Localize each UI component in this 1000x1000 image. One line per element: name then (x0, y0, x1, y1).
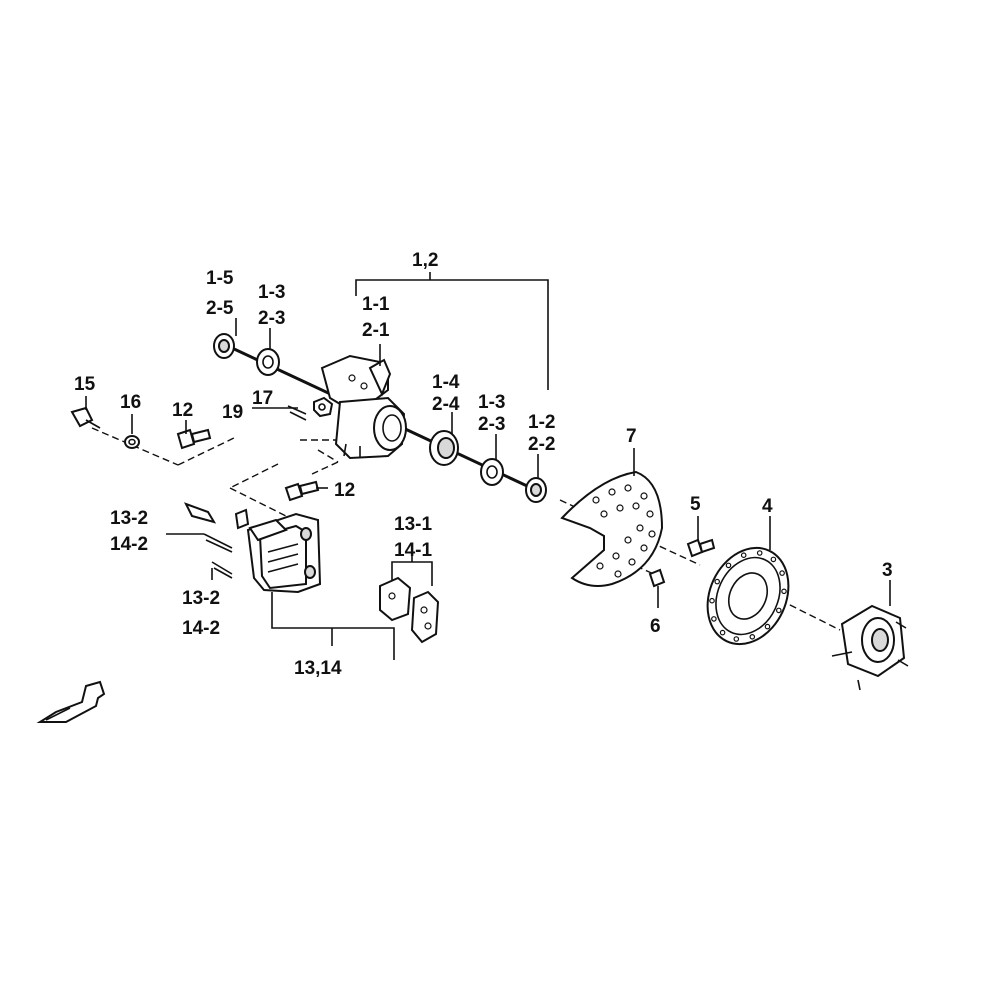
guard-hole (648, 530, 656, 538)
guard-hole (624, 536, 632, 544)
label-1-3-right: 1-3 (478, 392, 505, 413)
disc-hole (719, 629, 726, 636)
label-14-2-upper: 14-2 (110, 534, 148, 555)
label-14-2-lower: 14-2 (182, 618, 220, 639)
label-12-lower: 12 (334, 480, 355, 501)
label-13-1: 13-1 (394, 514, 432, 535)
guard-hole (646, 510, 654, 518)
disc-hole (711, 616, 717, 622)
label-2-4: 2-4 (432, 394, 460, 415)
bolt-6 (648, 568, 666, 588)
brake-pads-13-1 (379, 576, 440, 644)
label-1-5: 1-5 (206, 268, 234, 289)
disc-hole (740, 552, 747, 559)
washer-16 (124, 435, 140, 449)
bolt-15 (70, 406, 101, 429)
label-13-2-lower: 13-2 (182, 588, 220, 609)
guard-hole (640, 492, 648, 500)
disc-hole (714, 578, 721, 585)
guard-hole (608, 488, 616, 496)
label-13-2-upper: 13-2 (110, 508, 148, 529)
label-14-1: 14-1 (394, 540, 432, 561)
label-4: 4 (762, 496, 773, 517)
disc-hole (781, 588, 787, 595)
front-direction-arrow-icon (36, 680, 106, 723)
disc-hole (756, 550, 763, 556)
bolt-12-upper (176, 428, 212, 450)
label-19: 19 (222, 402, 243, 423)
label-2-5: 2-5 (206, 298, 234, 319)
seal-1-5 (213, 333, 235, 359)
label-1-2: 1-2 (528, 412, 555, 433)
disc-hole (770, 556, 777, 563)
label-1-1: 1-1 (362, 294, 390, 315)
brake-disc-4 (706, 546, 790, 646)
seal-1-2 (525, 477, 547, 503)
label-13-14: 13,14 (294, 658, 342, 679)
wheel-hub-3 (831, 604, 909, 691)
knuckle-body (320, 354, 407, 460)
brake-caliper (183, 502, 322, 594)
guard-hole (616, 504, 624, 512)
label-6: 6 (650, 616, 661, 637)
caliper-pins-13-2 (203, 533, 233, 579)
disc-hole (779, 570, 785, 576)
guard-hole (592, 496, 600, 504)
label-5: 5 (690, 494, 701, 515)
washer-1-3-right (480, 458, 504, 486)
label-17: 17 (252, 388, 273, 409)
label-2-3-right: 2-3 (478, 414, 505, 435)
label-7: 7 (626, 426, 637, 447)
label-1-4: 1-4 (432, 372, 460, 393)
label-1-3-left: 1-3 (258, 282, 285, 303)
part-labels: 1,2 1-1 2-1 1-5 2-5 1-3 2-3 1-4 2-4 1-3 … (74, 250, 893, 679)
guard-hole (596, 562, 604, 570)
disc-hole (709, 597, 715, 604)
guard-hole (624, 484, 632, 492)
guard-hole (612, 552, 620, 560)
disc-guard-7 (560, 470, 664, 587)
label-16: 16 (120, 392, 141, 413)
disc-hole (775, 607, 782, 614)
guard-hole (600, 510, 608, 518)
disc-hole (725, 562, 732, 569)
washer-1-3-left (256, 348, 280, 376)
leader-lines (85, 272, 891, 660)
label-2-3-left: 2-3 (258, 308, 285, 329)
guard-hole (632, 502, 640, 510)
label-12-upper: 12 (172, 400, 193, 421)
bearing-1-4 (429, 430, 459, 466)
disc-hole (749, 633, 756, 640)
guard-hole (614, 570, 622, 578)
guard-hole (628, 558, 636, 566)
label-1-2-group: 1,2 (412, 250, 438, 271)
guard-hole (640, 544, 648, 552)
nut-17 (313, 396, 334, 418)
disc-hole (733, 636, 740, 642)
disc-hole (764, 623, 771, 630)
label-2-2: 2-2 (528, 434, 555, 455)
label-2-1: 2-1 (362, 320, 390, 341)
guard-hole (636, 524, 644, 532)
label-3: 3 (882, 560, 893, 581)
bolt-5 (686, 538, 716, 558)
bolt-12-lower (284, 480, 320, 502)
label-15: 15 (74, 374, 96, 395)
